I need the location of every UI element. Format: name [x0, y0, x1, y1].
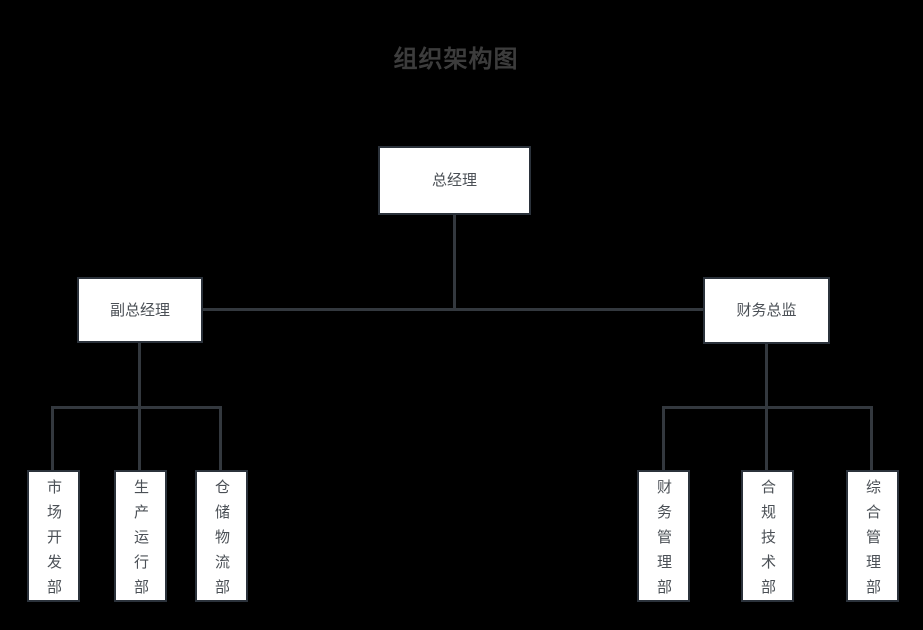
connector-left-drop-a: [51, 406, 54, 471]
node-warehouse-logistics-dept: 仓储物流部: [195, 470, 248, 604]
connector-right-drop-a: [662, 406, 665, 471]
node-label: 仓储物流部: [213, 478, 230, 604]
node-label: 生产运行部: [132, 478, 149, 604]
node-label: 副总经理: [109, 301, 170, 319]
chart-title: 组织架构图: [393, 46, 519, 73]
node-compliance-technology-dept: 合规技术部: [741, 470, 794, 604]
node-finance-director: 财务总监: [703, 277, 830, 344]
node-label: 财务总监: [736, 302, 797, 319]
node-label: 市场开发部: [45, 478, 62, 604]
node-label: 总经理: [431, 172, 477, 189]
node-label: 综合管理部: [864, 478, 881, 604]
node-label: 财务管理部: [655, 478, 672, 604]
connector-right-drop-c: [870, 406, 873, 471]
node-general-administration-dept: 综合管理部: [846, 470, 899, 604]
node-label: 合规技术部: [759, 478, 776, 604]
node-general-manager: 总经理: [378, 146, 531, 215]
node-production-operations-dept: 生产运行部: [114, 470, 167, 604]
node-market-development-dept: 市场开发部: [27, 470, 80, 604]
connector-left-bar: [51, 406, 222, 409]
connector-main-horizontal: [202, 308, 704, 311]
connector-right-bar: [662, 406, 873, 409]
connector-root-drop: [453, 214, 456, 311]
node-finance-management-dept: 财务管理部: [637, 470, 690, 604]
connector-left-drop-c: [219, 406, 222, 471]
node-deputy-general-manager: 副总经理: [77, 277, 203, 343]
